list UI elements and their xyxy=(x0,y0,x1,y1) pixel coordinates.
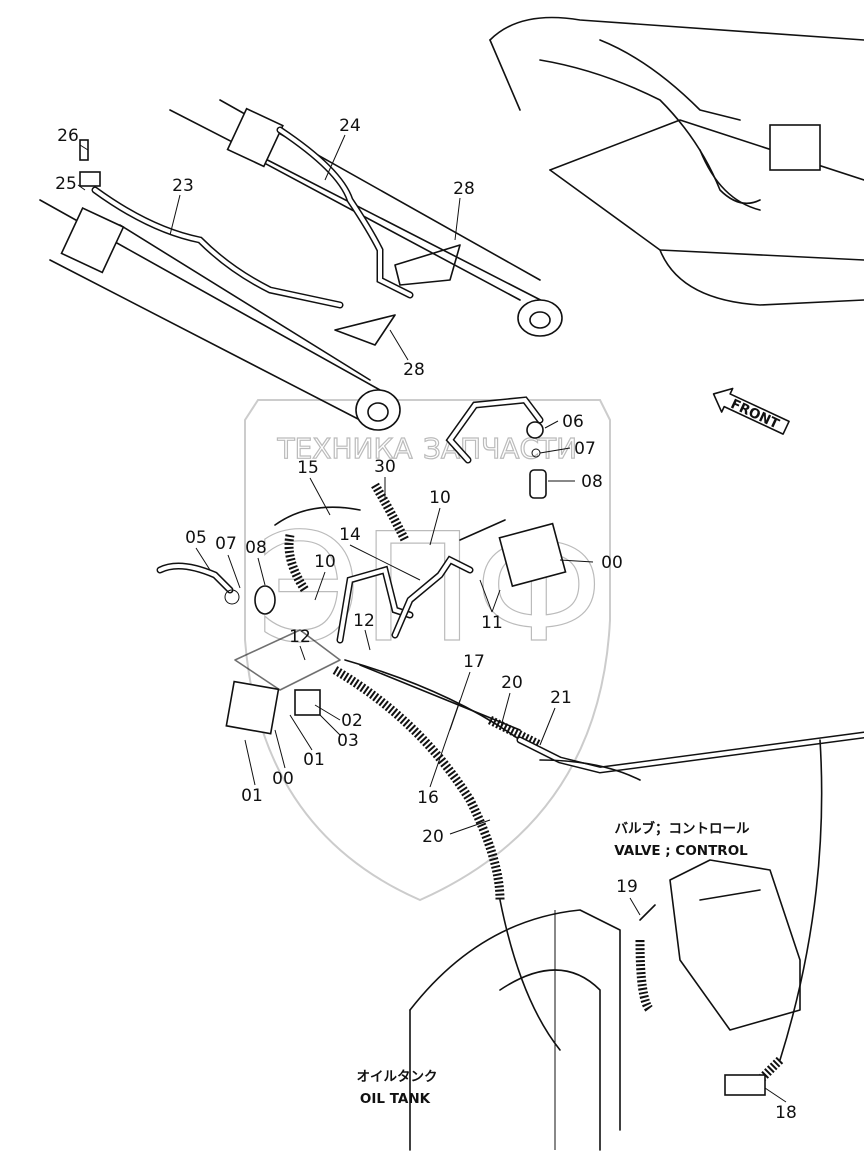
callout-12: 12 xyxy=(289,627,311,647)
callout-11: 11 xyxy=(481,613,503,633)
callout-26: 26 xyxy=(57,126,79,146)
callout-06: 06 xyxy=(562,412,584,432)
callout-05: 05 xyxy=(185,528,207,548)
control-valve xyxy=(639,859,801,1096)
leader-lines xyxy=(77,134,787,1103)
callout-28: 28 xyxy=(453,179,475,199)
callout-07: 07 xyxy=(574,439,596,459)
watermark-text-left: ТЕХНИКА xyxy=(276,432,412,465)
callout-17: 17 xyxy=(463,652,485,672)
callout-20: 20 xyxy=(501,673,523,693)
callout-30: 30 xyxy=(374,457,396,477)
pipes-23-24 xyxy=(79,126,461,346)
callout-01: 01 xyxy=(241,786,263,806)
callout-19: 19 xyxy=(616,877,638,897)
callout-08: 08 xyxy=(581,472,603,492)
hoses xyxy=(332,659,864,1084)
callout-14: 14 xyxy=(339,525,361,545)
callout-00: 00 xyxy=(601,553,623,573)
front-arrow-label: FRONT xyxy=(728,396,782,433)
callout-21: 21 xyxy=(550,688,572,708)
callout-10: 10 xyxy=(429,488,451,508)
callout-23: 23 xyxy=(172,176,194,196)
valve-caption-jp: バルブ；コントロール xyxy=(615,820,750,837)
upper-structure xyxy=(489,16,864,306)
callout-10: 10 xyxy=(314,552,336,572)
callouts: 26 25 23 24 28 28 06 07 08 15 30 10 14 0… xyxy=(55,116,797,1123)
callout-18: 18 xyxy=(775,1103,797,1123)
watermark-text-right: ЗАПЧАСТИ xyxy=(423,432,577,465)
front-arrow: FRONT xyxy=(712,387,790,435)
tank-caption-en: OIL TANK xyxy=(360,1091,431,1107)
callout-24: 24 xyxy=(339,116,361,136)
middle-lines xyxy=(156,482,567,735)
callout-12: 12 xyxy=(353,611,375,631)
pipe-06 xyxy=(445,396,547,499)
callout-15: 15 xyxy=(297,458,319,478)
valve-caption-en: VALVE ; CONTROL xyxy=(614,843,748,859)
callout-03: 03 xyxy=(337,731,359,751)
callout-28: 28 xyxy=(403,360,425,380)
callout-08: 08 xyxy=(245,538,267,558)
callout-20: 20 xyxy=(422,827,444,847)
callout-16: 16 xyxy=(417,788,439,808)
callout-07: 07 xyxy=(215,534,237,554)
tank-caption-jp: オイルタンク xyxy=(357,1069,438,1085)
boom-cylinders xyxy=(39,99,563,431)
callout-25: 25 xyxy=(55,174,77,194)
callout-02: 02 xyxy=(341,711,363,731)
oil-tank xyxy=(409,909,621,1151)
callout-00: 00 xyxy=(272,769,294,789)
callout-01: 01 xyxy=(303,750,325,770)
